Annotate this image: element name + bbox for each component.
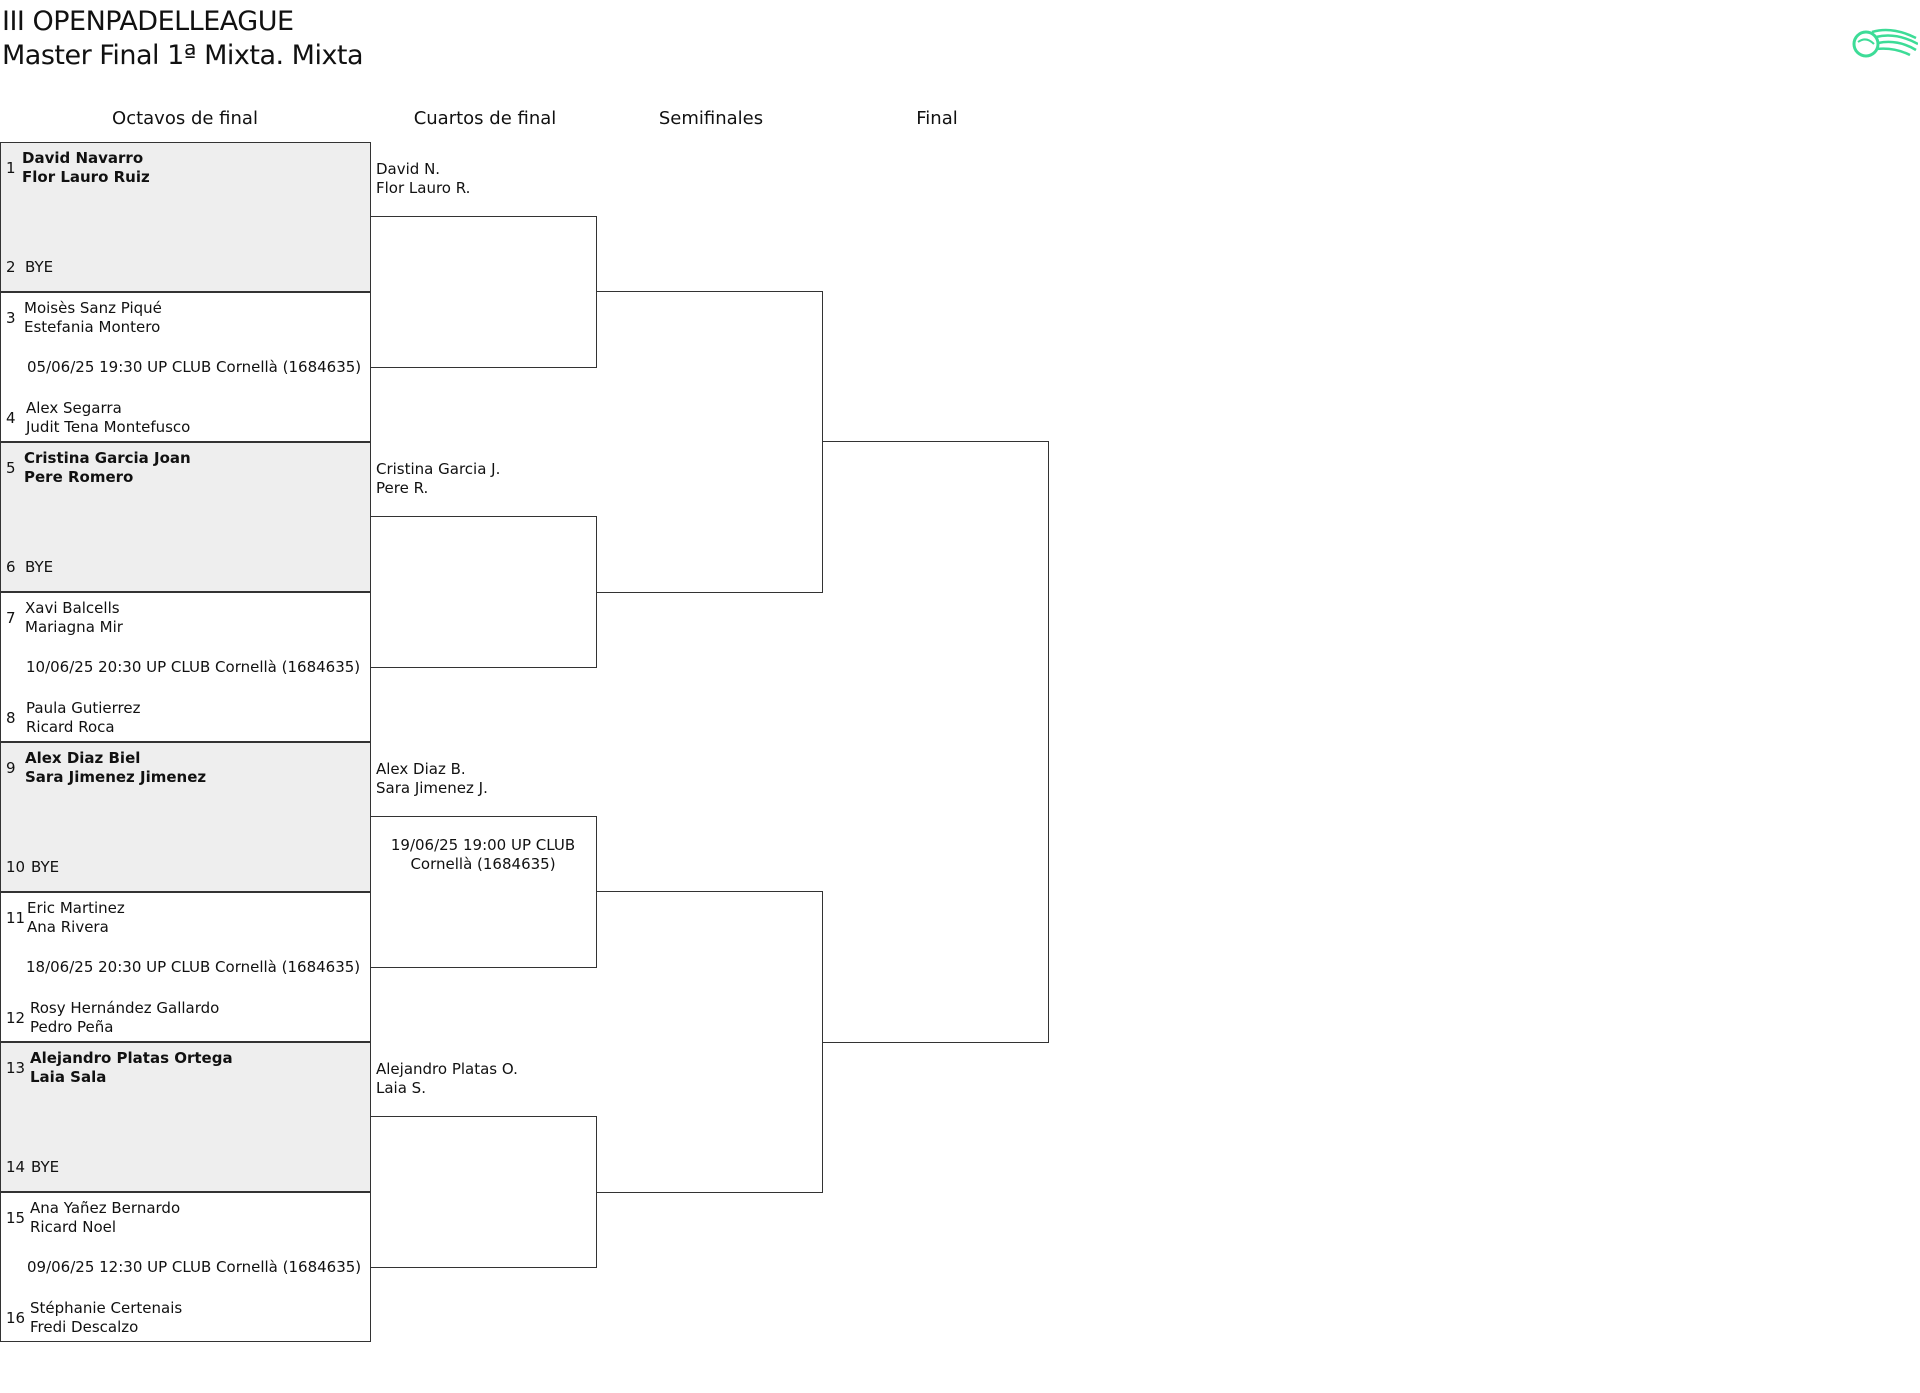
- qf-team-name: Sara Jimenez J.: [376, 779, 488, 797]
- seed-number: 16: [6, 1309, 26, 1327]
- team-name: David Navarro: [22, 149, 144, 167]
- match-info: 05/06/25 19:30 UP CLUB Cornellà (1684635…: [27, 358, 362, 376]
- final-bracket: [822, 441, 1049, 1043]
- team-name: Alex Diaz Biel: [25, 749, 141, 767]
- r16-match-5: 9 Alex Diaz Biel Sara Jimenez Jimenez 10…: [0, 742, 371, 892]
- round-header-semifinales: Semifinales: [658, 108, 764, 129]
- quarterfinal-bracket-1: [370, 216, 597, 368]
- seed-number: 7: [6, 609, 16, 627]
- qf-team-name: Flor Lauro R.: [376, 179, 471, 197]
- team-name: Ricard Noel: [30, 1218, 117, 1236]
- team-name: Stéphanie Certenais: [30, 1299, 183, 1317]
- seed-number: 15: [6, 1209, 26, 1227]
- team-name: Ana Yañez Bernardo: [30, 1199, 181, 1217]
- seed-number: 3: [6, 309, 16, 327]
- seed-number: 5: [6, 459, 16, 477]
- r16-match-6: 11 Eric Martinez Ana Rivera 18/06/25 20:…: [0, 892, 371, 1042]
- team-name: Flor Lauro Ruiz: [22, 168, 150, 186]
- round-header-octavos: Octavos de final: [112, 108, 258, 129]
- match-info: 18/06/25 20:30 UP CLUB Cornellà (1684635…: [26, 958, 361, 976]
- r16-match-4: 7 Xavi Balcells Mariagna Mir 10/06/25 20…: [0, 592, 371, 742]
- team-name: Judit Tena Montefusco: [26, 418, 191, 436]
- team-name: Pedro Peña: [30, 1018, 114, 1036]
- bye-label: BYE: [25, 258, 54, 276]
- r16-match-7: 13 Alejandro Platas Ortega Laia Sala 14 …: [0, 1042, 371, 1192]
- qf-team-name: David N.: [376, 160, 441, 178]
- qf-team-name: Cristina Garcia J.: [376, 460, 501, 478]
- team-name: Rosy Hernández Gallardo: [30, 999, 220, 1017]
- team-name: Pere Romero: [24, 468, 134, 486]
- round-header-final: Final: [916, 108, 958, 129]
- padel-ball-logo-icon: [1852, 28, 1918, 58]
- seed-number: 2: [6, 258, 16, 276]
- r16-match-8: 15 Ana Yañez Bernardo Ricard Noel 09/06/…: [0, 1192, 371, 1342]
- team-name: Eric Martinez: [27, 899, 125, 917]
- semifinal-bracket-1: [596, 291, 823, 593]
- tournament-title: III OPENPADELLEAGUE: [2, 6, 294, 37]
- team-name: Ana Rivera: [27, 918, 109, 936]
- quarterfinal-bracket-3: [370, 816, 597, 968]
- seed-number: 12: [6, 1009, 26, 1027]
- seed-number: 14: [6, 1158, 26, 1176]
- seed-number: 13: [6, 1059, 26, 1077]
- r16-match-1: 1 David Navarro Flor Lauro Ruiz 2 BYE: [0, 142, 371, 292]
- team-name: Mariagna Mir: [25, 618, 123, 636]
- team-name: Ricard Roca: [26, 718, 115, 736]
- seed-number: 1: [6, 159, 16, 177]
- r16-match-3: 5 Cristina Garcia Joan Pere Romero 6 BYE: [0, 442, 371, 592]
- team-name: Xavi Balcells: [25, 599, 120, 617]
- bye-label: BYE: [31, 1158, 60, 1176]
- team-name: Laia Sala: [30, 1068, 107, 1086]
- bye-label: BYE: [25, 558, 54, 576]
- draw-subtitle: Master Final 1ª Mixta. Mixta: [2, 40, 364, 71]
- team-name: Alex Segarra: [26, 399, 122, 417]
- seed-number: 8: [6, 709, 16, 727]
- match-info: 09/06/25 12:30 UP CLUB Cornellà (1684635…: [27, 1258, 362, 1276]
- team-name: Sara Jimenez Jimenez: [25, 768, 207, 786]
- r16-match-2: 3 Moisès Sanz Piqué Estefania Montero 05…: [0, 292, 371, 442]
- qf-team-name: Alejandro Platas O.: [376, 1060, 518, 1078]
- team-name: Paula Gutierrez: [26, 699, 141, 717]
- bye-label: BYE: [31, 858, 60, 876]
- match-info: 10/06/25 20:30 UP CLUB Cornellà (1684635…: [26, 658, 361, 676]
- seed-number: 10: [6, 858, 26, 876]
- seed-number: 11: [6, 909, 26, 927]
- match-info: 19/06/25 19:00 UP CLUB Cornellà (1684635…: [390, 836, 576, 873]
- team-name: Fredi Descalzo: [30, 1318, 139, 1336]
- seed-number: 9: [6, 759, 16, 777]
- team-name: Estefania Montero: [24, 318, 161, 336]
- seed-number: 6: [6, 558, 16, 576]
- semifinal-bracket-2: [596, 891, 823, 1193]
- quarterfinal-bracket-2: [370, 516, 597, 668]
- team-name: Cristina Garcia Joan: [24, 449, 191, 467]
- qf-team-name: Pere R.: [376, 479, 429, 497]
- qf-team-name: Alex Diaz B.: [376, 760, 466, 778]
- round-header-cuartos: Cuartos de final: [413, 108, 557, 129]
- team-name: Alejandro Platas Ortega: [30, 1049, 233, 1067]
- qf-team-name: Laia S.: [376, 1079, 426, 1097]
- team-name: Moisès Sanz Piqué: [24, 299, 162, 317]
- quarterfinal-bracket-4: [370, 1116, 597, 1268]
- seed-number: 4: [6, 409, 16, 427]
